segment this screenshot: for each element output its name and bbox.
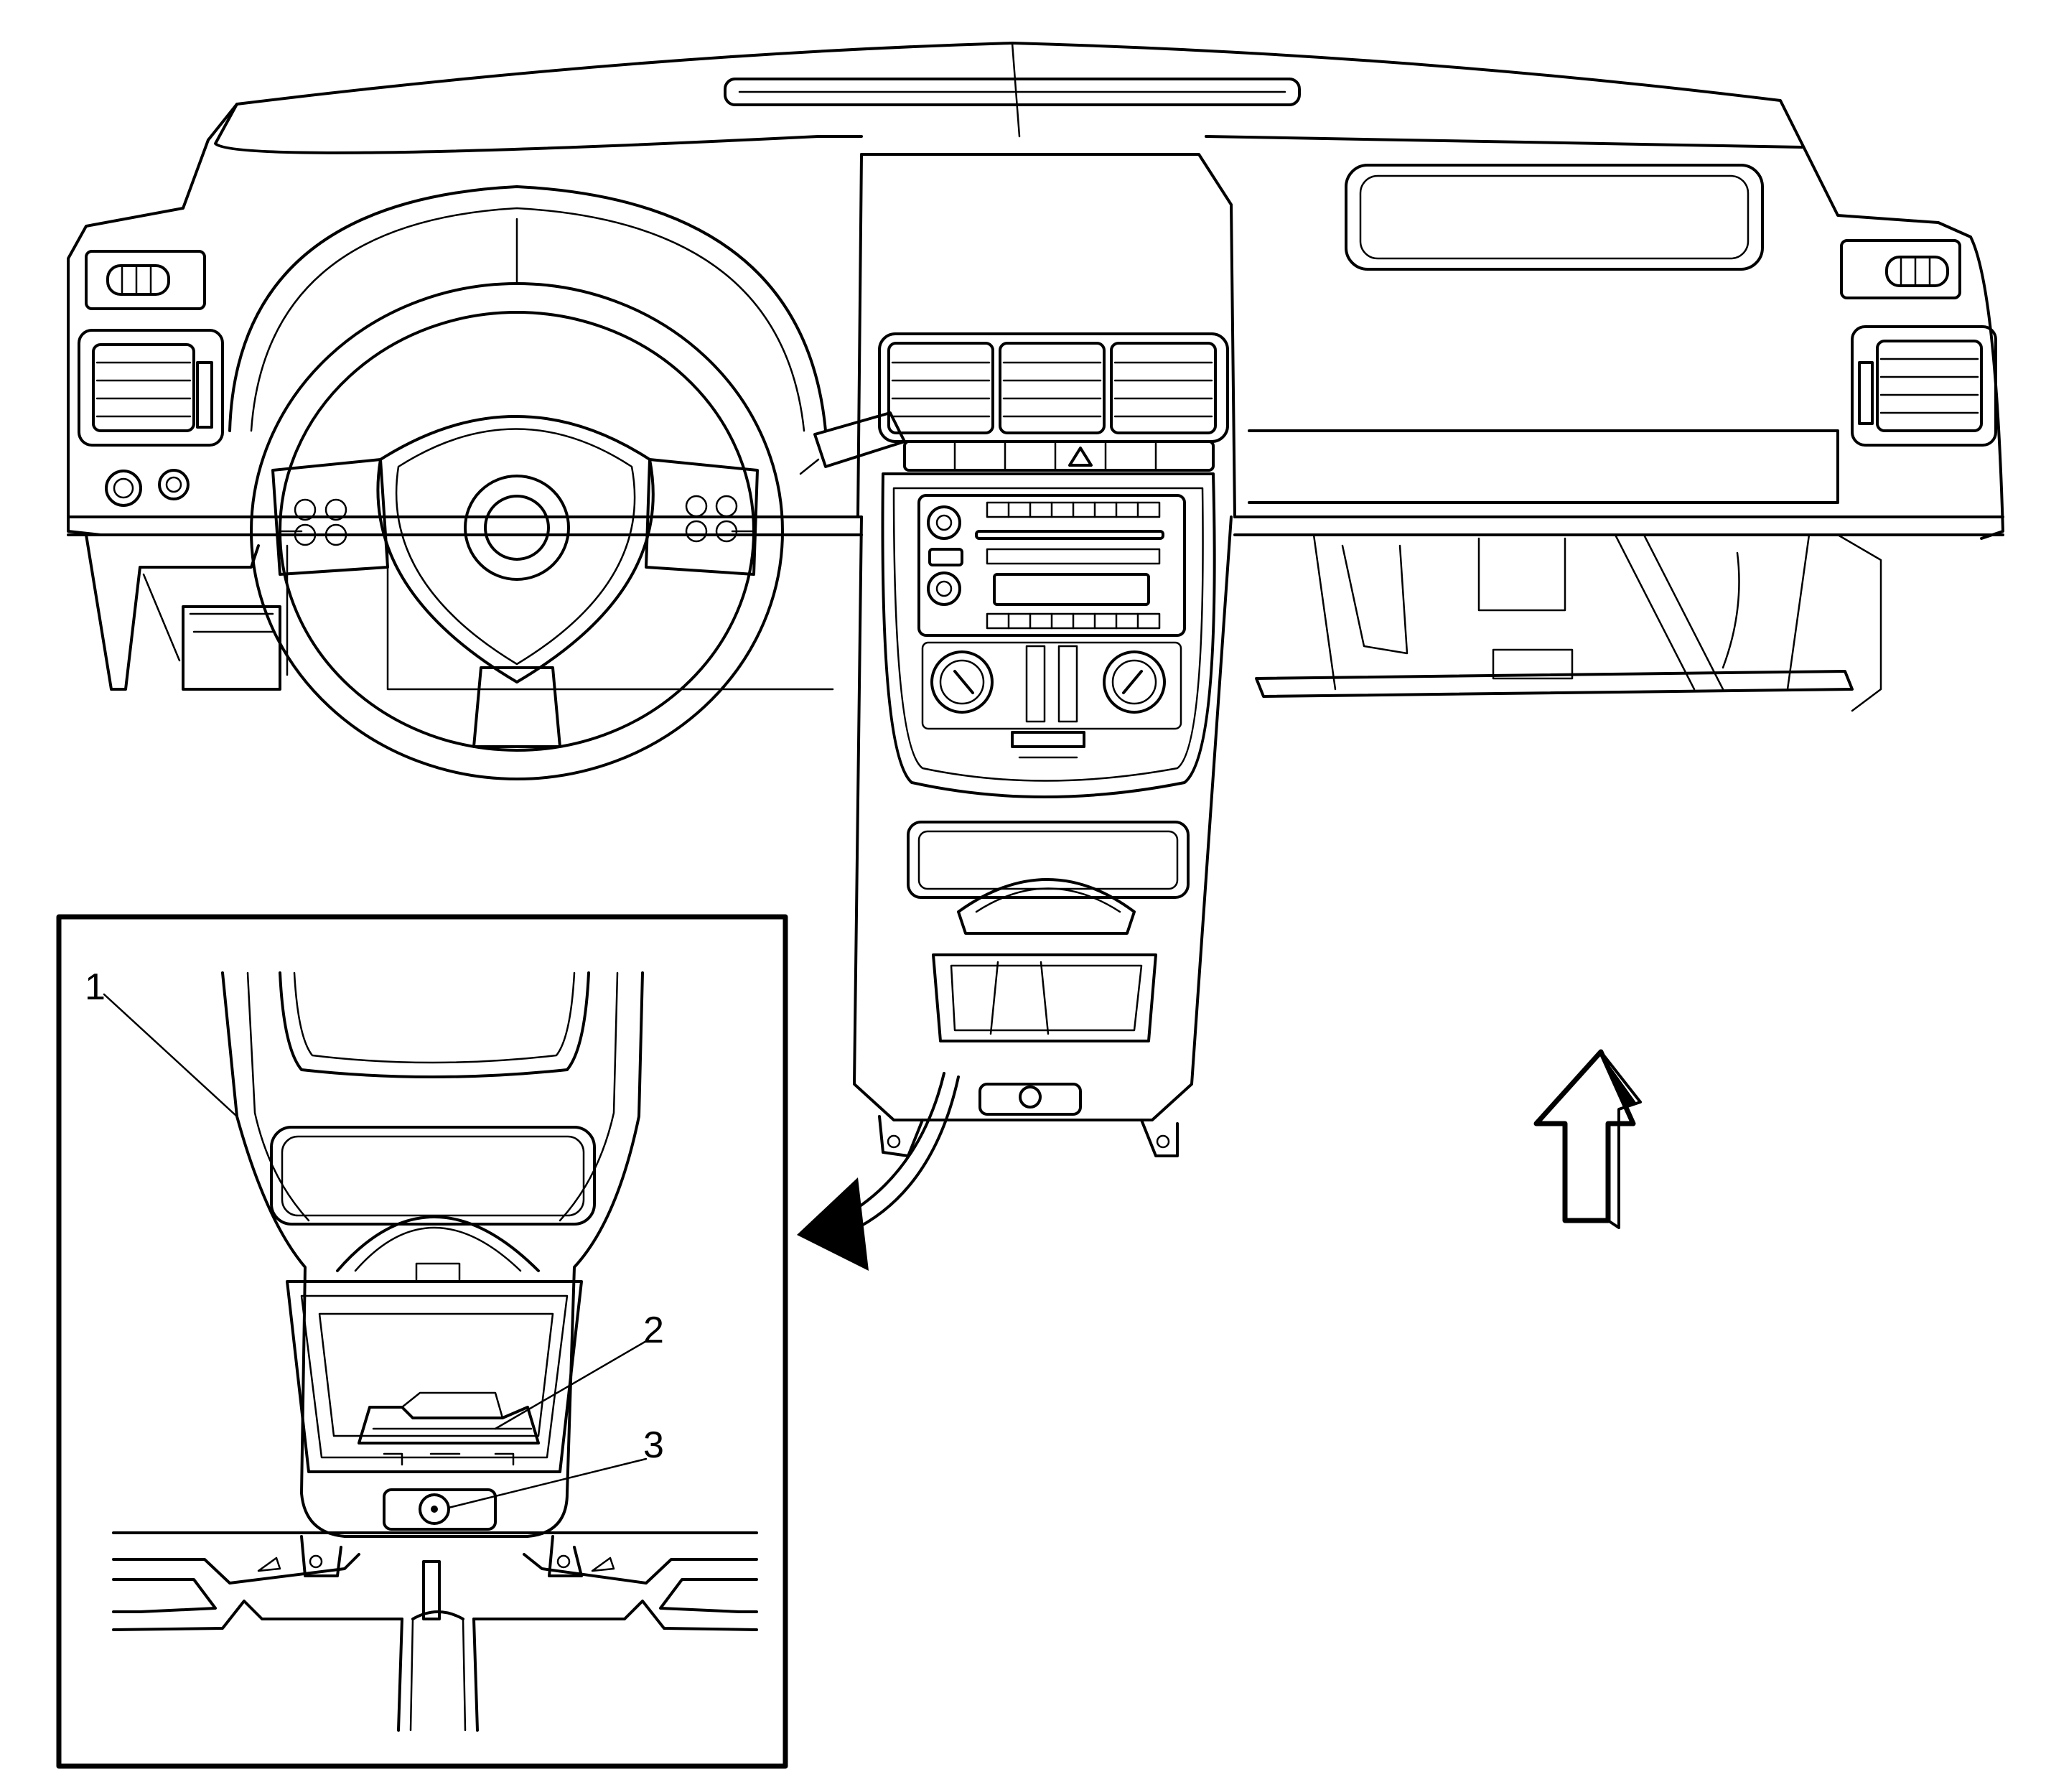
center-console-trim-panel	[112, 971, 758, 1732]
callout-1: 1	[85, 966, 106, 1008]
curved-arrow-icon	[797, 1072, 960, 1271]
left-side-defrost-vent	[85, 250, 206, 310]
callout-2: 2	[643, 1310, 664, 1351]
detail-inset: 1 2 3	[56, 914, 788, 1769]
glove-box	[1248, 164, 1882, 712]
instrument-panel	[67, 42, 2004, 1271]
headlamp-switch	[105, 469, 190, 507]
callout-3: 3	[643, 1424, 664, 1466]
left-air-outlet	[78, 329, 224, 447]
steering-wheel	[228, 185, 906, 780]
right-air-outlet	[1851, 325, 1997, 447]
up-arrow-icon	[1533, 1049, 1642, 1229]
right-side-defrost-vent	[1840, 239, 1961, 299]
center-stack	[853, 153, 1236, 1157]
